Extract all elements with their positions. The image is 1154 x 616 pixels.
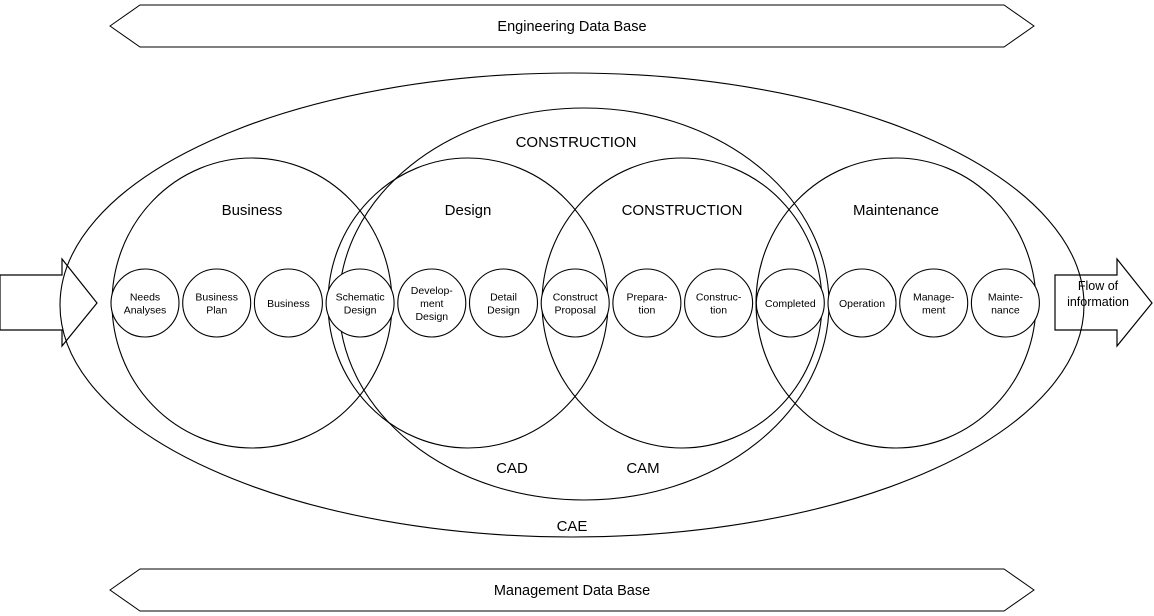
node-circle[interactable]: [110, 268, 180, 338]
node-label-line: Manage-: [913, 292, 955, 304]
phase-label-maintenance: Maintenance: [853, 202, 939, 219]
node-circle[interactable]: [684, 268, 754, 338]
middle-ellipse-label-cam: CAM: [626, 460, 659, 477]
node-circle[interactable]: [253, 268, 323, 338]
node-label-line: tion: [710, 305, 727, 317]
flow-label-line2: information: [1067, 295, 1129, 309]
outer-ellipse-label: CAE: [557, 518, 588, 535]
output-flow-arrow: Flow of information: [1054, 257, 1153, 348]
node-circle[interactable]: [468, 268, 539, 338]
node-label-line: Proposal: [554, 305, 595, 317]
middle-ellipse-label-cad: CAD: [496, 460, 528, 477]
engineering-data-base-banner: Engineering Data Base: [109, 4, 1035, 48]
node-circle[interactable]: [899, 268, 969, 338]
node-label-line: Schematic: [336, 292, 385, 304]
node-circle[interactable]: [397, 268, 467, 338]
node-circle[interactable]: [970, 268, 1040, 338]
node-label-line: Business: [195, 292, 238, 304]
top-banner-label: Engineering Data Base: [497, 19, 646, 35]
node-business[interactable]: Business: [253, 268, 323, 338]
outer-ellipse-cae: [59, 72, 1085, 538]
right-arrow-shape: [1054, 257, 1153, 348]
node-construc-tion[interactable]: Construc-tion: [684, 268, 754, 338]
node-circle[interactable]: [182, 268, 252, 338]
phase-label-construction: CONSTRUCTION: [622, 202, 743, 219]
node-manage-ment[interactable]: Manage-ment: [899, 268, 969, 338]
node-circle[interactable]: [827, 268, 897, 338]
node-label-line: Needs: [130, 292, 160, 304]
node-label-line: Business: [267, 298, 310, 310]
node-label-line: Construc-: [696, 292, 742, 304]
node-label-line: Detail: [490, 292, 517, 304]
node-label-line: tion: [638, 305, 655, 317]
top-banner-shape: [109, 4, 1035, 48]
node-label-line: ment: [420, 298, 443, 310]
middle-ellipse-top-label: CONSTRUCTION: [516, 134, 637, 151]
node-label-line: Design: [344, 305, 377, 317]
node-circle[interactable]: [540, 268, 610, 338]
node-label-line: ment: [922, 305, 945, 317]
node-label-line: Operation: [839, 298, 885, 310]
bottom-banner-label: Management Data Base: [494, 583, 650, 599]
phase-label-business: Business: [222, 202, 283, 219]
node-label-line: Analyses: [124, 305, 167, 317]
node-circle[interactable]: [755, 268, 825, 338]
bottom-banner-shape: [109, 568, 1035, 612]
node-label-line: nance: [991, 305, 1020, 317]
node-label-line: Prepara-: [626, 292, 667, 304]
node-label-line: Mainte-: [988, 292, 1024, 304]
node-label-line: Plan: [206, 305, 227, 317]
node-label-line: Completed: [765, 298, 816, 310]
node-label-line: Design: [487, 305, 520, 317]
node-operation[interactable]: Operation: [827, 268, 897, 338]
left-arrow-shape: [0, 257, 98, 348]
flow-label-line1: Flow of: [1078, 279, 1119, 293]
node-prepara-tion[interactable]: Prepara-tion: [612, 268, 682, 338]
management-data-base-banner: Management Data Base: [109, 568, 1035, 612]
node-circle[interactable]: [612, 268, 682, 338]
node-label-line: Develop-: [411, 285, 454, 297]
node-label-line: Construct: [553, 292, 598, 304]
node-label-line: Design: [415, 311, 448, 323]
phase-label-design: Design: [445, 202, 492, 219]
input-flow-arrow: [0, 257, 98, 348]
node-mainte-nance[interactable]: Mainte-nance: [970, 268, 1040, 338]
node-circle[interactable]: [325, 268, 395, 338]
node-completed[interactable]: Completed: [755, 268, 825, 338]
node-circle-layer: NeedsAnalysesBusinessPlanBusinessSchemat…: [110, 268, 1040, 338]
